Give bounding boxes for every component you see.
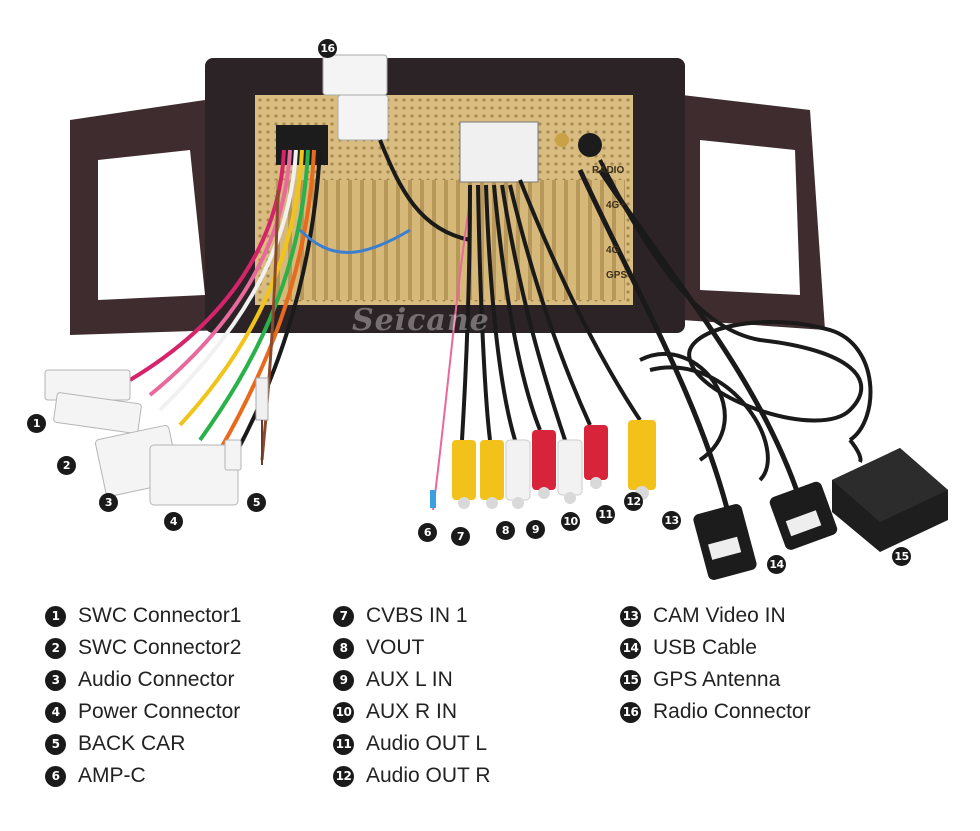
legend-item: 2 SWC Connector2 xyxy=(45,632,241,664)
radio-port-label: RADIO xyxy=(592,165,625,176)
callout-marker-13: 13 xyxy=(662,511,681,530)
callout-marker-2: 2 xyxy=(57,456,76,475)
legend-item: 12 Audio OUT R xyxy=(333,760,491,792)
watermark: Seicane xyxy=(352,303,490,338)
legend-label: Audio OUT L xyxy=(366,732,488,755)
legend-number: 8 xyxy=(333,637,354,659)
legend: 1 SWC Connector1 2 SWC Connector2 3 Audio C… xyxy=(0,600,980,800)
legend-number: 1 xyxy=(45,605,66,627)
legend-number: 16 xyxy=(620,701,641,723)
gps-antenna xyxy=(598,159,948,552)
legend-item: 4 Power Connector xyxy=(45,696,241,728)
callout-marker-15: 15 xyxy=(892,547,911,566)
callout-marker-3: 3 xyxy=(99,493,118,512)
legend-item: 6 AMP-C xyxy=(45,760,241,792)
legend-number: 13 xyxy=(620,605,641,627)
heat-sink xyxy=(275,180,625,300)
legend-item: 8 VOUT xyxy=(333,632,491,664)
callout-marker-7: 7 xyxy=(451,527,470,546)
legend-column-3: 13 CAM Video IN 14 USB Cable 15 GPS Antenna… xyxy=(620,600,811,728)
legend-label: Audio Connector xyxy=(78,668,235,691)
legend-label: CAM Video IN xyxy=(653,604,786,627)
legend-label: GPS Antenna xyxy=(653,668,781,691)
left-bracket xyxy=(70,100,225,335)
callout-marker-4: 4 xyxy=(164,512,183,531)
callout-marker-5: 5 xyxy=(247,493,266,512)
legend-number: 11 xyxy=(333,733,354,755)
legend-label: BACK CAR xyxy=(78,732,186,755)
legend-column-1: 1 SWC Connector1 2 SWC Connector2 3 Audio C… xyxy=(45,600,241,792)
callout-marker-11: 11 xyxy=(596,505,615,524)
legend-label: Power Connector xyxy=(78,700,241,723)
callout-marker-9: 9 xyxy=(526,520,545,539)
gps-port-label: GPS xyxy=(606,270,628,281)
legend-column-2: 7 CVBS IN 1 8 VOUT 9 AUX L IN 10 AUX R IN 11… xyxy=(333,600,491,792)
rca-plugs xyxy=(452,420,656,509)
legend-label: SWC Connector1 xyxy=(78,604,242,627)
legend-label: CVBS IN 1 xyxy=(366,604,468,627)
legend-item: 3 Audio Connector xyxy=(45,664,241,696)
legend-number: 5 xyxy=(45,733,66,755)
callout-marker-16: 16 xyxy=(318,39,337,58)
legend-item: 15 GPS Antenna xyxy=(620,664,811,696)
callout-marker-14: 14 xyxy=(767,555,786,574)
legend-number: 6 xyxy=(45,765,66,787)
legend-number: 9 xyxy=(333,669,354,691)
legend-item: 7 CVBS IN 1 xyxy=(333,600,491,632)
legend-number: 14 xyxy=(620,637,641,659)
legend-number: 7 xyxy=(333,605,354,627)
4g-port-label: 4G xyxy=(606,245,620,256)
callout-marker-12: 12 xyxy=(624,492,643,511)
legend-label: SWC Connector2 xyxy=(78,636,242,659)
head-unit-illustration xyxy=(44,54,948,580)
legend-label: AUX L IN xyxy=(366,668,453,691)
callout-marker-10: 10 xyxy=(561,512,580,531)
rca-cables xyxy=(460,179,642,441)
legend-item: 16 Radio Connector xyxy=(620,696,811,728)
product-photo: Seicane RADIO 4G+ 4G GPS 1 2 3 4 5 6 7 8… xyxy=(27,39,948,580)
legend-number: 15 xyxy=(620,669,641,691)
legend-item: 13 CAM Video IN xyxy=(620,600,811,632)
legend-number: 2 xyxy=(45,637,66,659)
main-harness xyxy=(128,149,411,461)
swc-and-power-connectors xyxy=(44,369,242,506)
callout-marker-6: 6 xyxy=(418,523,437,542)
legend-label: USB Cable xyxy=(653,636,757,659)
callout-marker-8: 8 xyxy=(496,521,515,540)
legend-number: 10 xyxy=(333,701,354,723)
legend-item: 9 AUX L IN xyxy=(333,664,491,696)
legend-label: AMP-C xyxy=(78,764,146,787)
legend-item: 5 BACK CAR xyxy=(45,728,241,760)
legend-number: 4 xyxy=(45,701,66,723)
legend-number: 3 xyxy=(45,669,66,691)
legend-item: 10 AUX R IN xyxy=(333,696,491,728)
legend-label: Radio Connector xyxy=(653,700,811,723)
legend-item: 11 Audio OUT L xyxy=(333,728,491,760)
legend-label: Audio OUT R xyxy=(366,764,491,787)
legend-item: 14 USB Cable xyxy=(620,632,811,664)
right-bracket xyxy=(682,95,825,330)
legend-number: 12 xyxy=(333,765,354,787)
radio-connector xyxy=(322,54,471,242)
legend-label: AUX R IN xyxy=(366,700,458,723)
legend-item: 1 SWC Connector1 xyxy=(45,600,241,632)
legend-label: VOUT xyxy=(366,636,425,659)
callout-marker-1: 1 xyxy=(27,414,46,433)
4g-plus-port-label: 4G+ xyxy=(606,200,626,211)
